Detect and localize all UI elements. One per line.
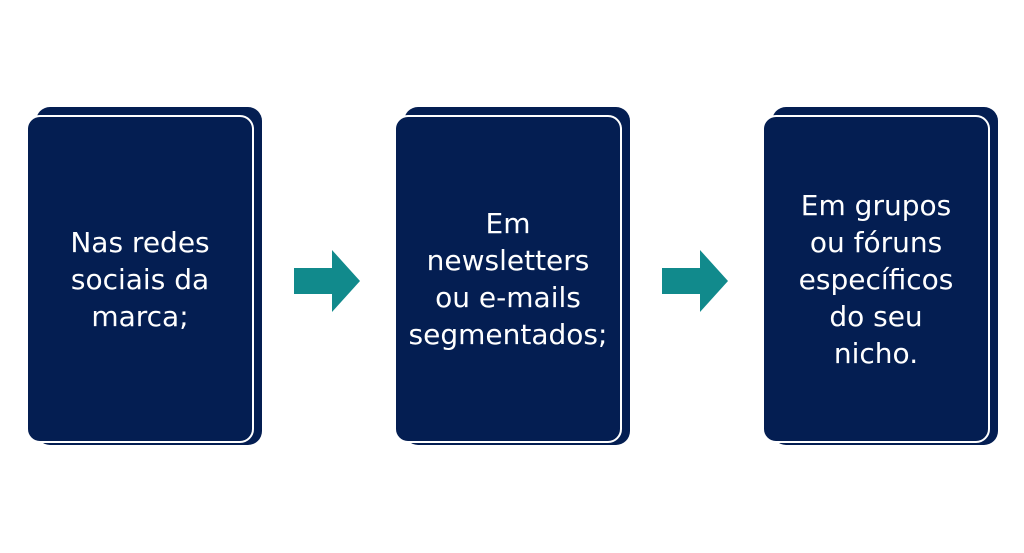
- step-card-3: Em grupos ou fóruns específicos do seu n…: [762, 107, 998, 447]
- arrow-right-icon: [294, 250, 360, 312]
- step-card-1: Nas redes sociais da marca;: [26, 107, 262, 447]
- step-card-2-text: Em newsletters ou e-mails segmentados;: [408, 207, 608, 351]
- step-card-3-face: Em grupos ou fóruns específicos do seu n…: [762, 115, 990, 443]
- step-card-2: Em newsletters ou e-mails segmentados;: [394, 107, 630, 447]
- step-card-1-face: Nas redes sociais da marca;: [26, 115, 254, 443]
- step-card-3-text: Em grupos ou fóruns específicos do seu n…: [798, 188, 954, 370]
- step-card-2-face: Em newsletters ou e-mails segmentados;: [394, 115, 622, 443]
- arrow-right-icon: [662, 250, 728, 312]
- step-card-1-text: Nas redes sociais da marca;: [70, 225, 210, 333]
